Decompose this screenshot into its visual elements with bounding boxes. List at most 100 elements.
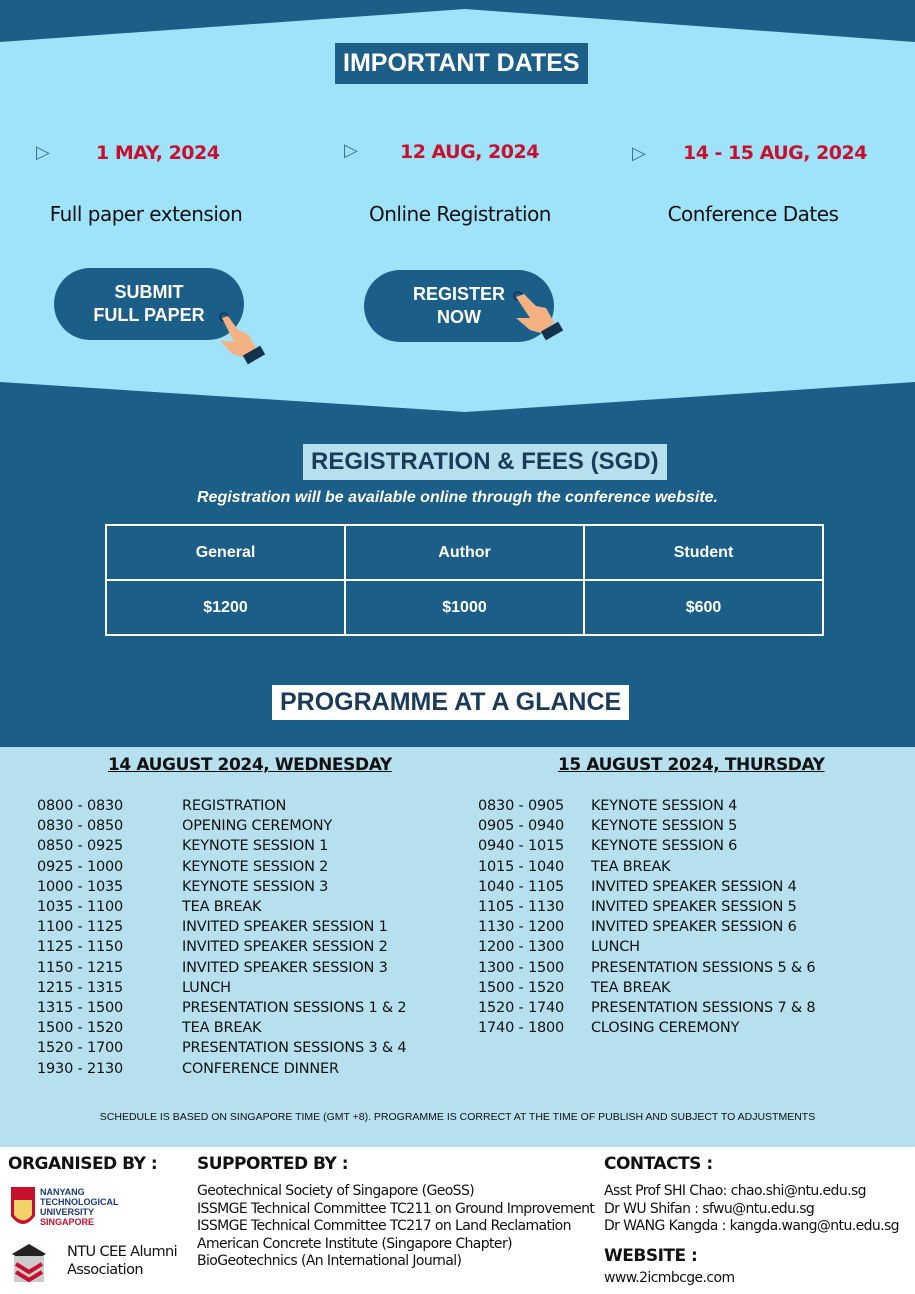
contact-email-link[interactable]: kangda.wang@ntu.edu.sg bbox=[729, 1218, 900, 1234]
schedule-time: 1100 - 1125 bbox=[37, 919, 124, 936]
table-row: $1200$1000$600 bbox=[105, 579, 824, 636]
schedule-event: INVITED SPEAKER SESSION 5 bbox=[591, 899, 797, 915]
schedule-time: 1200 - 1300 bbox=[478, 939, 565, 956]
pointing-hand-icon bbox=[219, 312, 266, 365]
supporter-item: ISSMGE Technical Committee TC211 on Grou… bbox=[197, 1200, 595, 1217]
contact-email-link[interactable]: sfwu@ntu.edu.sg bbox=[702, 1200, 815, 1217]
supporter-item: American Concrete Institute (Singapore C… bbox=[197, 1235, 513, 1252]
schedule-event: INVITED SPEAKER SESSION 4 bbox=[591, 878, 797, 895]
date-conference: 14 - 15 AUG, 2024 bbox=[683, 142, 867, 164]
arrow-icon: ▷ bbox=[632, 143, 646, 163]
button-line: SUBMIT bbox=[114, 282, 184, 302]
fee-value: $1000 bbox=[344, 579, 585, 636]
contact-name: Asst Prof SHI Chao: bbox=[604, 1183, 731, 1199]
schedule-time: 0850 - 0925 bbox=[37, 838, 124, 855]
alumni-line: NTU CEE Alumni bbox=[67, 1244, 178, 1260]
label-conference: Conference Dates bbox=[667, 202, 839, 226]
schedule-event: KEYNOTE SESSION 5 bbox=[591, 818, 738, 835]
contact-name: Dr WANG Kangda : bbox=[604, 1218, 730, 1234]
contact-email-link[interactable]: chao.shi@ntu.edu.sg bbox=[730, 1183, 867, 1199]
schedule-time: 1500 - 1520 bbox=[478, 979, 565, 996]
schedule-event: PRESENTATION SESSIONS 3 & 4 bbox=[182, 1040, 407, 1057]
schedule-event: KEYNOTE SESSION 3 bbox=[182, 878, 329, 895]
schedule-time: 0925 - 1000 bbox=[37, 858, 124, 875]
logo-line: UNIVERSITY bbox=[40, 1207, 95, 1217]
date-full-paper: 1 MAY, 2024 bbox=[96, 142, 220, 164]
schedule-event: KEYNOTE SESSION 4 bbox=[591, 798, 738, 814]
schedule-time: 1130 - 1200 bbox=[478, 919, 565, 936]
supporters-list: Geotechnical Society of Singapore (GeoSS… bbox=[197, 1183, 595, 1271]
alumni-line: Association bbox=[67, 1261, 144, 1278]
schedule-event: INVITED SPEAKER SESSION 6 bbox=[591, 919, 797, 936]
label-full-paper: Full paper extension bbox=[49, 202, 243, 226]
schedule-time: 0940 - 1015 bbox=[478, 838, 565, 855]
schedule-event: LUNCH bbox=[591, 939, 640, 956]
pointing-hand-icon bbox=[513, 291, 564, 341]
schedule-time: 1125 - 1150 bbox=[37, 939, 124, 956]
logo-line: SINGAPORE bbox=[40, 1217, 95, 1227]
schedule-time: 1035 - 1100 bbox=[37, 899, 124, 915]
ntu-crest-logo bbox=[11, 1187, 35, 1224]
schedule-event: CLOSING CEREMONY bbox=[591, 1020, 740, 1037]
button-line: REGISTER bbox=[412, 284, 505, 304]
schedule-time: 1930 - 2130 bbox=[37, 1060, 124, 1077]
schedule-event: TEA BREAK bbox=[182, 1020, 262, 1037]
schedule-event: TEA BREAK bbox=[182, 899, 262, 915]
schedule-time: 1040 - 1105 bbox=[478, 878, 565, 895]
schedule-event: INVITED SPEAKER SESSION 2 bbox=[182, 939, 388, 956]
schedule-time: 0830 - 0905 bbox=[478, 798, 565, 814]
schedule-time: 1520 - 1700 bbox=[37, 1040, 124, 1057]
schedule-event: REGISTRATION bbox=[182, 798, 287, 814]
button-line: FULL PAPER bbox=[93, 305, 205, 325]
schedule-event: OPENING CEREMONY bbox=[182, 818, 333, 835]
button-line: NOW bbox=[437, 307, 481, 327]
schedule-time: 1500 - 1520 bbox=[37, 1020, 124, 1037]
submit-full-paper-button[interactable]: SUBMIT FULL PAPER bbox=[54, 268, 244, 340]
organised-by-heading: ORGANISED BY : bbox=[8, 1154, 158, 1174]
arrow-icon: ▷ bbox=[344, 140, 358, 160]
programme-title: PROGRAMME AT A GLANCE bbox=[272, 685, 630, 720]
supporter-item: ISSMGE Technical Committee TC217 on Land… bbox=[197, 1218, 572, 1234]
schedule-time: 1315 - 1500 bbox=[37, 1000, 124, 1016]
contacts-heading: CONTACTS : bbox=[604, 1154, 713, 1174]
schedule-time: 0905 - 0940 bbox=[478, 818, 565, 835]
fee-header: General bbox=[105, 524, 346, 581]
supporter-item: BioGeotechnics (An International Journal… bbox=[197, 1253, 462, 1269]
schedule-time: 1300 - 1500 bbox=[478, 959, 565, 976]
contact-item: Dr WANG Kangda : kangda.wang@ntu.edu.sg bbox=[604, 1218, 900, 1236]
supporter-item: Geotechnical Society of Singapore (GeoSS… bbox=[197, 1183, 475, 1199]
schedule-event: PRESENTATION SESSIONS 7 & 8 bbox=[591, 1000, 816, 1016]
contact-item: Dr WU Shifan : sfwu@ntu.edu.sg bbox=[604, 1201, 899, 1219]
schedule-time: 1000 - 1035 bbox=[37, 878, 124, 895]
schedule-time: 1015 - 1040 bbox=[478, 858, 565, 875]
website-link[interactable]: www.2icmbcge.com bbox=[604, 1270, 735, 1286]
schedule-time: 1105 - 1130 bbox=[478, 899, 565, 915]
day2-heading: 15 AUGUST 2024, THURSDAY bbox=[558, 755, 825, 775]
schedule-event: TEA BREAK bbox=[591, 979, 671, 996]
schedule-time: 0830 - 0850 bbox=[37, 818, 124, 835]
schedule-event: INVITED SPEAKER SESSION 1 bbox=[182, 919, 388, 936]
schedule-event: KEYNOTE SESSION 6 bbox=[591, 838, 738, 855]
important-dates-title: IMPORTANT DATES bbox=[335, 43, 588, 84]
schedule-event: INVITED SPEAKER SESSION 3 bbox=[182, 959, 388, 976]
schedule-time: 1520 - 1740 bbox=[478, 1000, 565, 1016]
fee-header: Student bbox=[583, 524, 824, 581]
schedule-event: PRESENTATION SESSIONS 1 & 2 bbox=[182, 1000, 407, 1016]
schedule-event: KEYNOTE SESSION 2 bbox=[182, 858, 329, 875]
schedule-event: TEA BREAK bbox=[591, 858, 671, 875]
schedule-time: 0800 - 0830 bbox=[37, 798, 124, 814]
fee-header: Author bbox=[344, 524, 585, 581]
schedule-event: KEYNOTE SESSION 1 bbox=[182, 838, 329, 855]
fees-title: REGISTRATION & FEES (SGD) bbox=[303, 444, 667, 480]
alumni-logo bbox=[12, 1244, 46, 1283]
fees-subtitle: Registration will be available online th… bbox=[197, 489, 718, 506]
supported-by-heading: SUPPORTED BY : bbox=[197, 1154, 349, 1174]
arrow-icon: ▷ bbox=[36, 142, 50, 162]
label-registration: Online Registration bbox=[369, 202, 551, 226]
day1-heading: 14 AUGUST 2024, WEDNESDAY bbox=[108, 755, 392, 775]
